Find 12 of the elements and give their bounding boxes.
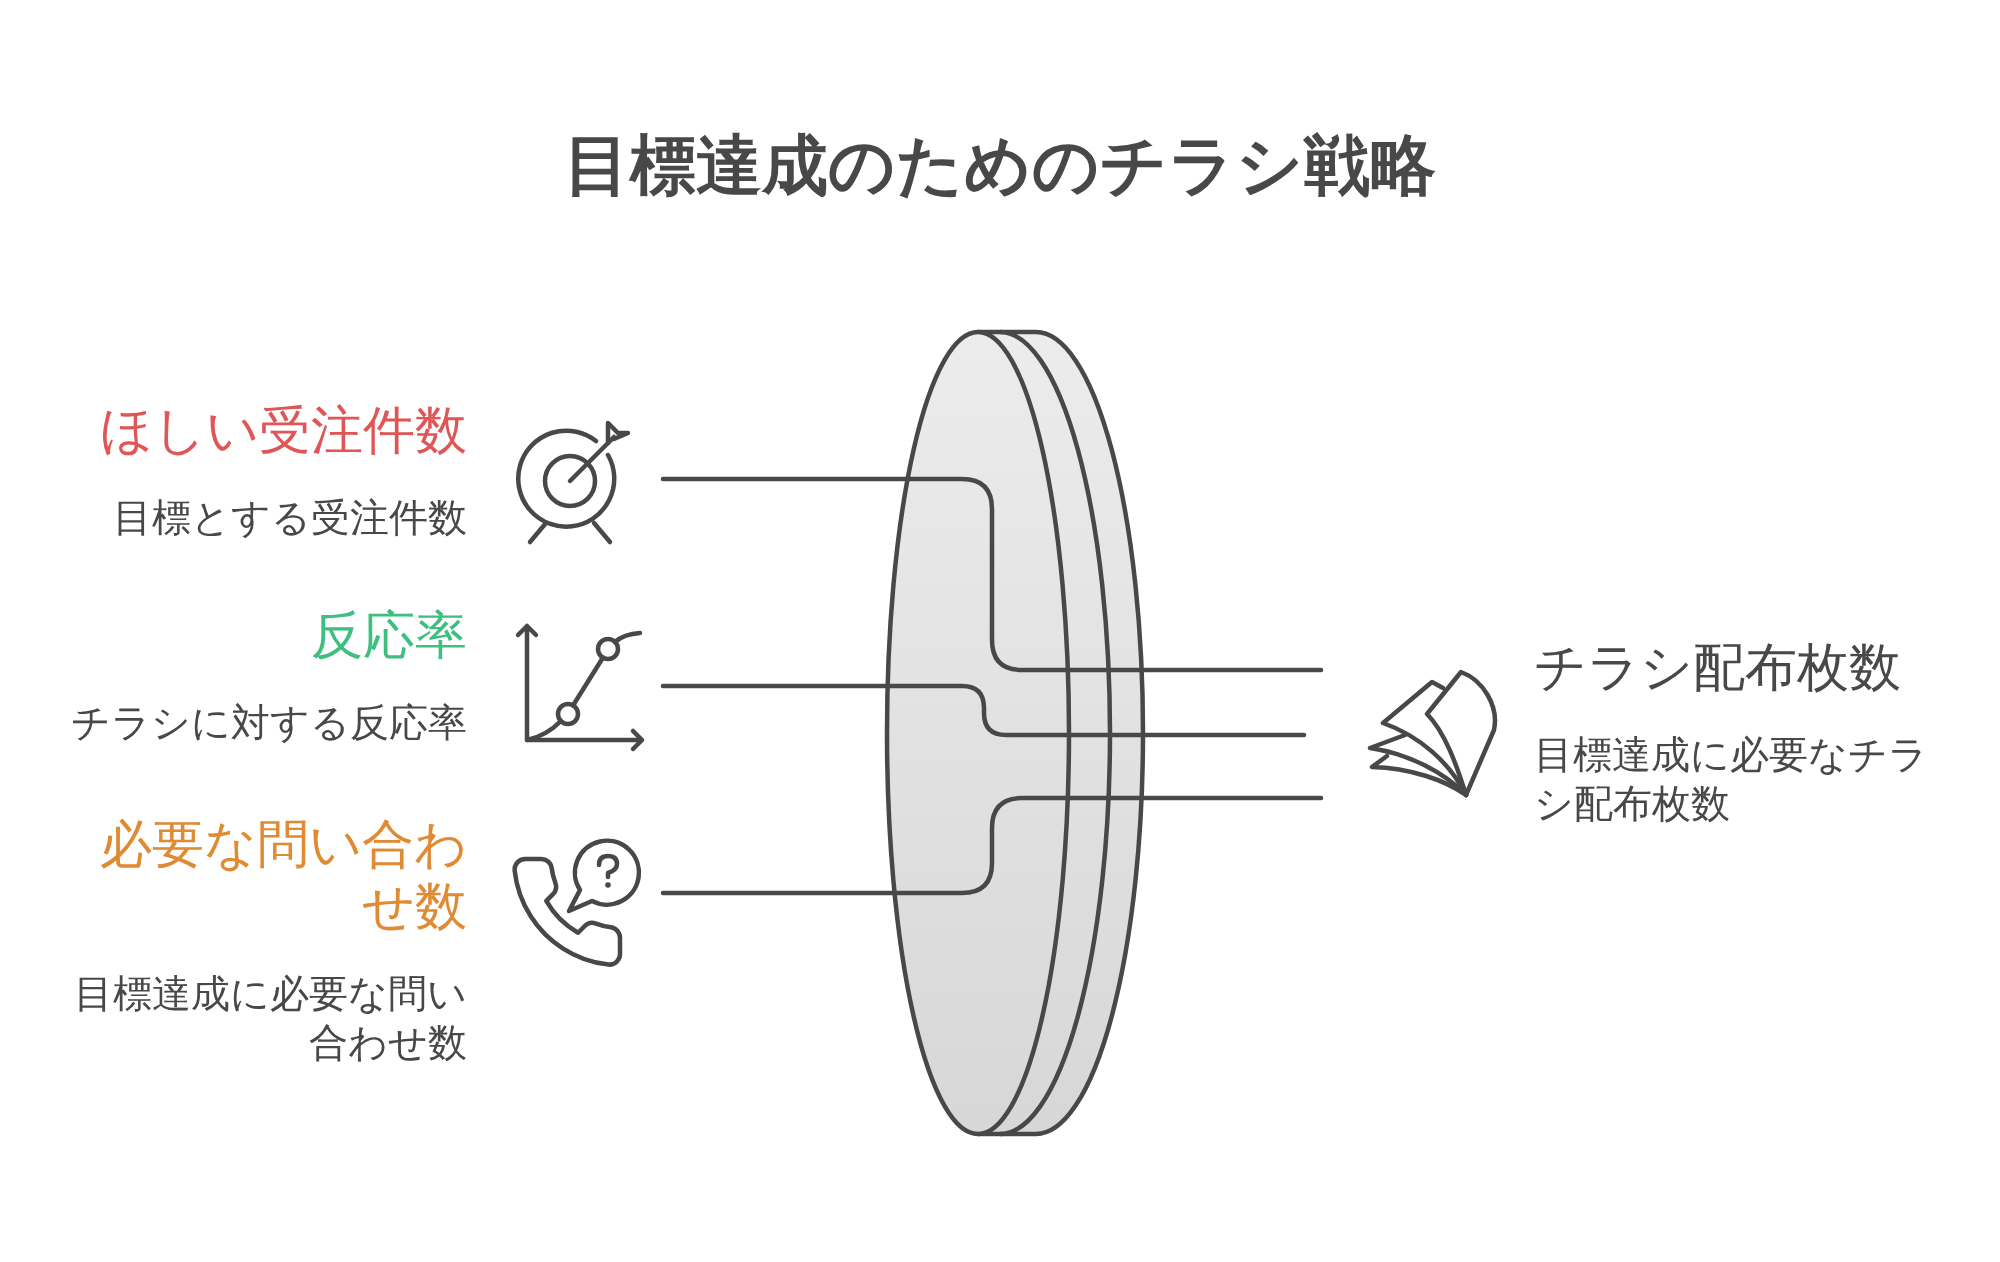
item-description: チラシに対する反応率 [71, 699, 467, 747]
item-heading: チラシ配布枚数 [1534, 636, 1901, 698]
title: 目標達成のためのチラシ戦略 [564, 126, 1436, 206]
connector-line [660, 795, 1324, 896]
item-description: 目標達成に必要なチラシ配布枚数 [1534, 731, 1929, 828]
connector-line [660, 476, 1324, 673]
item-description: 目標達成に必要な問い合わせ数 [73, 970, 467, 1067]
connector-line [660, 683, 1307, 738]
item-heading: 必要な問い合わせ数 [99, 813, 467, 937]
item-heading: 反応率 [311, 604, 467, 666]
item-description: 目標とする受注件数 [113, 494, 467, 542]
item-heading: ほしい受注件数 [100, 399, 467, 461]
